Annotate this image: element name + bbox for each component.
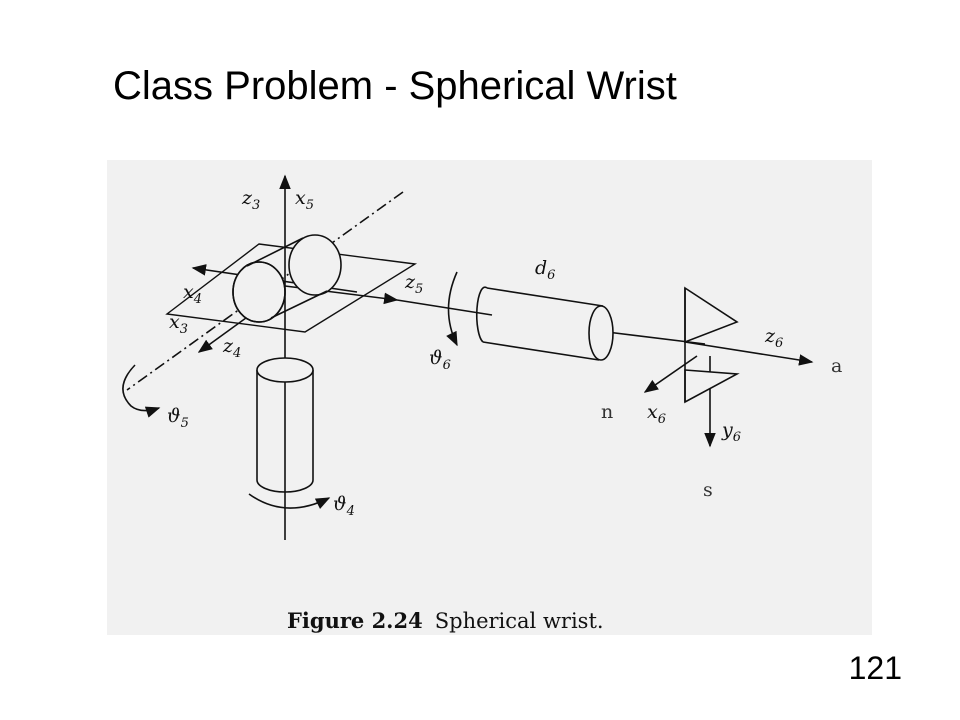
label-z3: z3: [241, 187, 260, 213]
gripper-bottom: [684, 369, 740, 404]
label-z4: z4: [222, 335, 241, 361]
theta5-arc: [122, 364, 161, 418]
handwritten-n: n: [601, 401, 613, 423]
z6-axis: [684, 341, 814, 366]
theta4-arc: [248, 493, 331, 509]
gripper-top: [684, 286, 739, 344]
label-theta5: ϑ5: [167, 405, 189, 431]
d6-cylinder: [475, 286, 614, 361]
vertical-cylinder: [256, 357, 314, 493]
label-z6: z6: [764, 325, 783, 351]
spherical-wrist-diagram: z3 x5 x4 x3 z4 z5 d6 ϑ6 ϑ5 ϑ4 z6 x6 y6 a…: [122, 174, 842, 633]
x6-axis: [643, 355, 698, 393]
label-d6: d6: [535, 257, 555, 283]
horizontal-cylinder: [232, 234, 342, 323]
label-y6: y6: [721, 419, 741, 445]
theta6-arc: [446, 271, 458, 347]
label-x4: x4: [183, 281, 202, 307]
spherical-wrist-figure: z3 x5 x4 x3 z4 z5 d6 ϑ6 ϑ5 ϑ4 z6 x6 y6 a…: [107, 160, 872, 635]
handwritten-a: a: [831, 355, 842, 377]
label-theta6: ϑ6: [429, 347, 451, 373]
label-x3: x3: [169, 311, 188, 337]
label-z5: z5: [404, 271, 423, 297]
joint-plane: [165, 243, 418, 333]
label-x5: x5: [295, 187, 314, 213]
slide-title: Class Problem - Spherical Wrist: [113, 64, 677, 108]
page-number: 121: [848, 650, 902, 686]
label-theta4: ϑ4: [333, 493, 355, 519]
handwritten-s: s: [703, 479, 713, 501]
label-x6: x6: [647, 401, 666, 427]
